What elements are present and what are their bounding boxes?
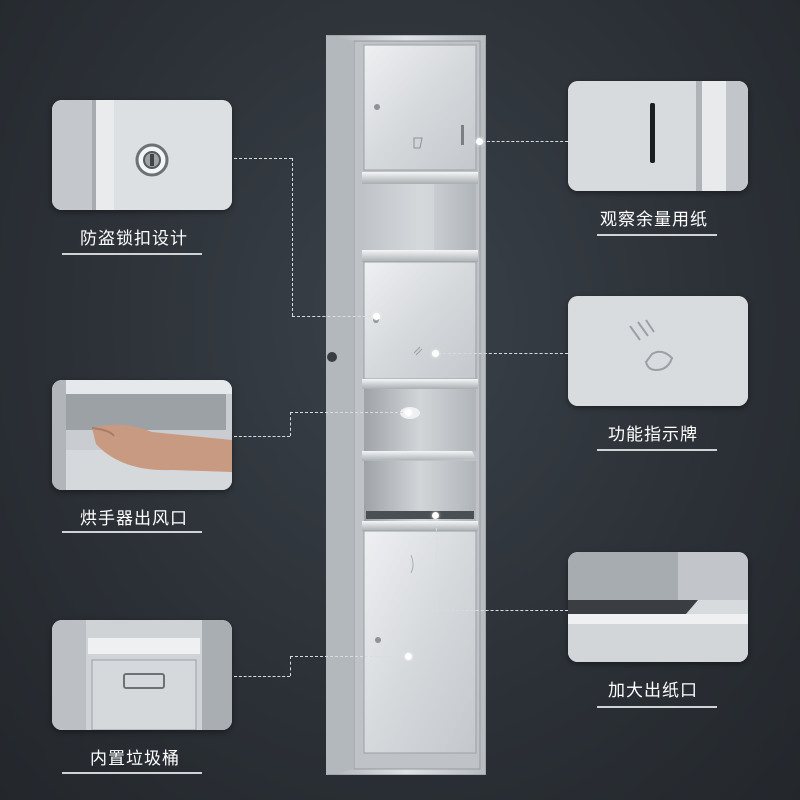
lock-marker-dot: [373, 313, 380, 320]
indicator-marker-dot: [432, 350, 439, 357]
indicator-detail-image: [568, 296, 748, 406]
cabinet-illustration: [325, 34, 487, 776]
lock-leader-horizontal-2: [292, 316, 376, 317]
viewing-slot-icon: [568, 81, 748, 191]
dryer-marker-dot: [405, 409, 412, 416]
lock-leader-vertical: [292, 158, 293, 316]
paper-outlet-icon: [568, 552, 748, 662]
window-detail-image: [568, 81, 748, 191]
window-caption-underline: [597, 234, 717, 236]
lock-detail-image: [52, 100, 232, 210]
outlet-caption: 加大出纸口: [608, 681, 698, 701]
window-caption: 观察余量用纸: [600, 210, 708, 230]
indicator-caption-underline: [597, 449, 717, 451]
bin-marker-dot: [405, 653, 412, 660]
outlet-marker-dot: [432, 512, 439, 519]
dryer-leader-vertical: [290, 412, 291, 436]
lock-caption: 防盗锁扣设计: [80, 229, 188, 249]
bin-leader-horizontal-2: [290, 656, 408, 657]
outlet-caption-underline: [597, 706, 717, 708]
bin-caption: 内置垃圾桶: [90, 749, 180, 769]
dryer-leader-horizontal-2: [290, 412, 408, 413]
bin-leader-vertical: [290, 656, 291, 676]
hand-wave-icon: [568, 296, 748, 406]
dryer-detail-image: [52, 380, 232, 490]
dryer-leader-horizontal: [234, 436, 290, 437]
bin-detail-image: [52, 620, 232, 730]
lock-leader-horizontal: [234, 158, 292, 159]
outlet-leader-vertical: [436, 518, 437, 610]
outlet-leader-horizontal: [436, 610, 568, 611]
lock-caption-underline: [62, 253, 202, 255]
window-leader: [482, 141, 568, 142]
trash-bin-icon: [52, 620, 232, 730]
bin-leader-horizontal: [234, 676, 290, 677]
dryer-caption: 烘手器出风口: [80, 509, 188, 529]
lock-icon: [52, 100, 232, 210]
hand-dryer-icon: [52, 380, 232, 490]
window-marker-dot: [476, 138, 483, 145]
indicator-leader: [438, 353, 568, 354]
outlet-detail-image: [568, 552, 748, 662]
stainless-cabinet: [325, 34, 487, 776]
dryer-caption-underline: [62, 531, 202, 533]
indicator-caption: 功能指示牌: [608, 425, 698, 445]
bin-caption-underline: [62, 772, 202, 774]
